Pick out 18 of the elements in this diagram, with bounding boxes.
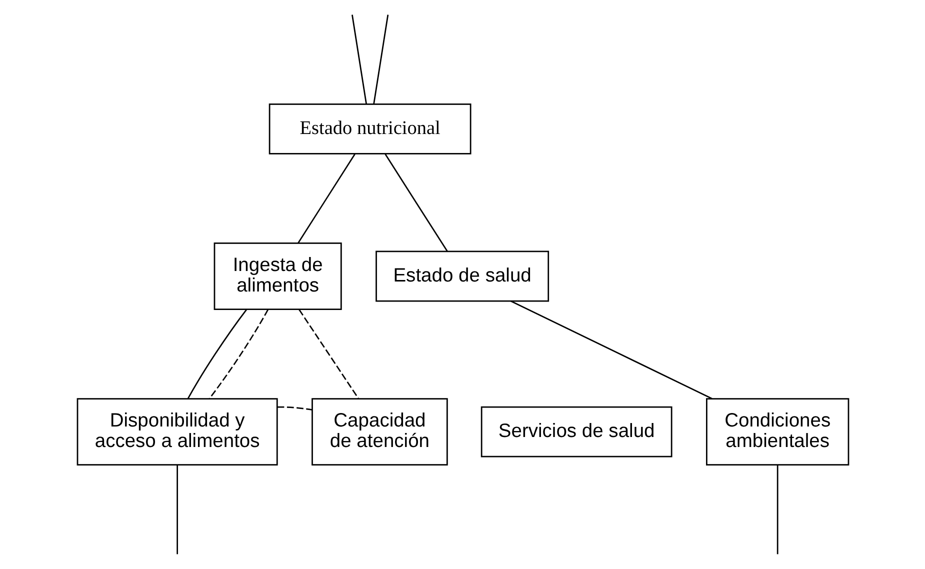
node-box: Estado nutricional xyxy=(268,103,471,154)
node-box: Ingesta de alimentos xyxy=(213,242,342,310)
node-box: Condiciones ambientales xyxy=(706,398,849,466)
connector xyxy=(384,154,448,252)
node-box: Disponibilidad y acceso a alimentos xyxy=(76,398,278,466)
connector xyxy=(176,465,178,554)
node-box: Servicios de salud xyxy=(480,406,672,458)
node-box: Capacidad de atención xyxy=(311,398,448,466)
connector xyxy=(351,14,366,104)
connector xyxy=(186,309,246,399)
connector xyxy=(297,154,355,244)
connector xyxy=(298,309,358,399)
connector xyxy=(208,309,268,399)
connector xyxy=(276,406,312,410)
connector xyxy=(510,300,712,400)
connector xyxy=(372,14,388,104)
connector xyxy=(776,465,778,554)
node-box: Estado de salud xyxy=(375,250,549,302)
